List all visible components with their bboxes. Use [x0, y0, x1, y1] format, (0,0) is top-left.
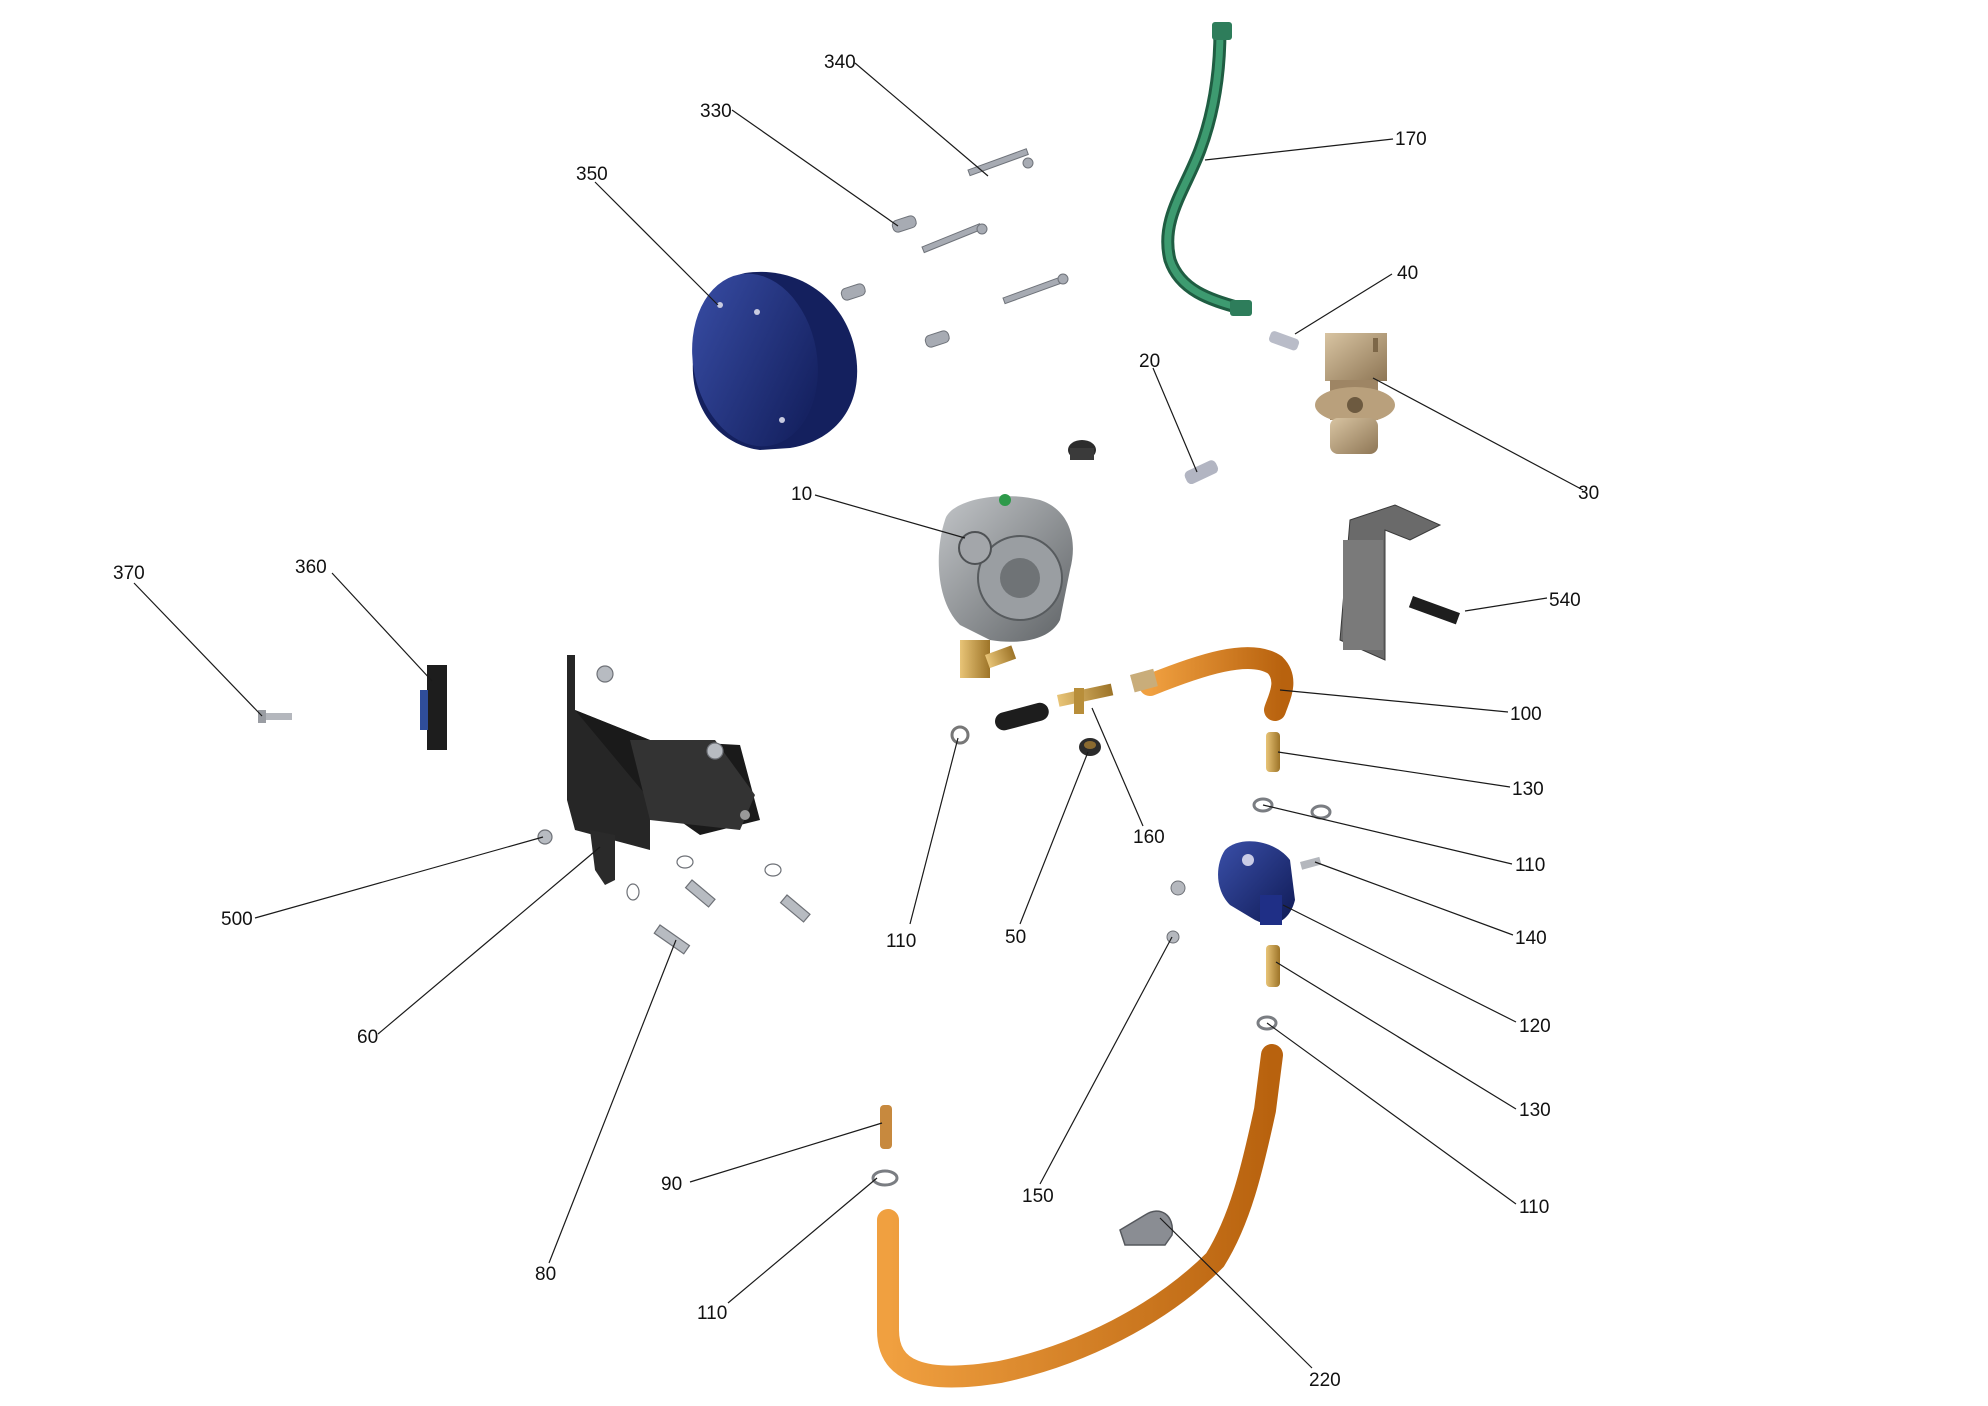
cap-plug	[1068, 440, 1096, 460]
hardware-set-80-500	[537, 665, 811, 955]
fitting-40	[1269, 331, 1300, 351]
leader-110-right	[1262, 804, 1513, 865]
leader-340	[854, 62, 989, 177]
leader-60	[377, 846, 601, 1035]
callout-20: 20	[1139, 351, 1160, 372]
hose-170	[1161, 22, 1252, 316]
leader-170	[1204, 138, 1394, 161]
clamps-110-right	[1252, 797, 1332, 1031]
callout-160: 160	[1133, 827, 1165, 848]
module-360	[420, 665, 447, 750]
leader-360	[331, 572, 433, 682]
callout-30: 30	[1578, 483, 1599, 504]
callout-10: 10	[791, 484, 812, 505]
leader-160	[1091, 707, 1144, 827]
cover-350	[692, 271, 858, 450]
callout-370: 370	[113, 563, 145, 584]
nuts-150	[1166, 880, 1186, 944]
callout-80: 80	[535, 1264, 556, 1285]
leader-350	[594, 181, 719, 306]
callout-170: 170	[1395, 129, 1427, 150]
leader-130-lower	[1275, 961, 1517, 1110]
callout-130-lower: 130	[1519, 1100, 1551, 1121]
hose-lower	[877, 1044, 1283, 1388]
leader-110-lower-right	[1266, 1022, 1517, 1205]
clamp-110-upper	[950, 725, 970, 745]
leader-80	[548, 939, 677, 1264]
callout-150: 150	[1022, 1186, 1054, 1207]
screw-140	[1300, 856, 1322, 870]
leader-50	[1019, 751, 1089, 925]
callout-labels: 340 330 350 170 40 20 30 10 540 370 360 …	[113, 52, 1599, 1391]
callout-340: 340	[824, 52, 856, 73]
valve-120	[1218, 841, 1295, 925]
leader-20	[1152, 367, 1198, 473]
hose-100	[1130, 647, 1294, 721]
callout-100: 100	[1510, 704, 1542, 725]
leader-lines	[133, 62, 1584, 1369]
callout-50: 50	[1005, 927, 1026, 948]
callout-500: 500	[221, 909, 253, 930]
leader-90	[689, 1122, 883, 1183]
callout-120: 120	[1519, 1016, 1551, 1037]
callout-220: 220	[1309, 1370, 1341, 1391]
nipple-130-upper	[1266, 732, 1280, 772]
leader-540	[1464, 597, 1548, 612]
leader-500	[254, 836, 544, 919]
callout-90: 90	[661, 1174, 682, 1195]
tee-160	[995, 683, 1114, 731]
leader-220	[1159, 1217, 1313, 1369]
clip-220	[1119, 1210, 1174, 1246]
callout-350: 350	[576, 164, 608, 185]
parts-layer	[258, 22, 1460, 1388]
callout-110-lower-left: 110	[697, 1303, 727, 1324]
leader-130-upper	[1277, 751, 1511, 788]
leader-150	[1039, 936, 1173, 1185]
leader-370	[133, 582, 263, 717]
leader-100	[1279, 689, 1509, 713]
callout-110-lower-right: 110	[1519, 1197, 1549, 1218]
leader-110-upper	[909, 737, 959, 925]
callout-110-upper: 110	[886, 931, 916, 952]
callout-60: 60	[357, 1027, 378, 1048]
grommet-50	[1079, 738, 1101, 756]
screws-330-340	[840, 148, 1069, 348]
callout-540: 540	[1549, 590, 1581, 611]
callout-110-right: 110	[1515, 855, 1545, 876]
fitting-20	[1184, 460, 1219, 485]
nipple-130-lower	[1266, 945, 1280, 987]
solenoid-30	[1315, 333, 1395, 454]
barb-90	[880, 1105, 892, 1149]
callout-330: 330	[700, 101, 732, 122]
leader-110-lower-left	[727, 1177, 878, 1304]
callout-40: 40	[1397, 263, 1418, 284]
leader-10	[814, 494, 966, 539]
regulator-10	[938, 494, 1073, 678]
callout-130-upper: 130	[1512, 779, 1544, 800]
bracket-60	[567, 655, 760, 885]
screw-370	[258, 710, 292, 723]
leader-330	[731, 109, 899, 227]
leader-120	[1282, 904, 1517, 1023]
clamp-110-lower	[871, 1169, 899, 1187]
bracket-540	[1339, 504, 1460, 661]
leader-40	[1294, 273, 1393, 335]
callout-140: 140	[1515, 928, 1547, 949]
leader-140	[1314, 861, 1514, 936]
leader-30	[1372, 377, 1584, 491]
callout-360: 360	[295, 557, 327, 578]
